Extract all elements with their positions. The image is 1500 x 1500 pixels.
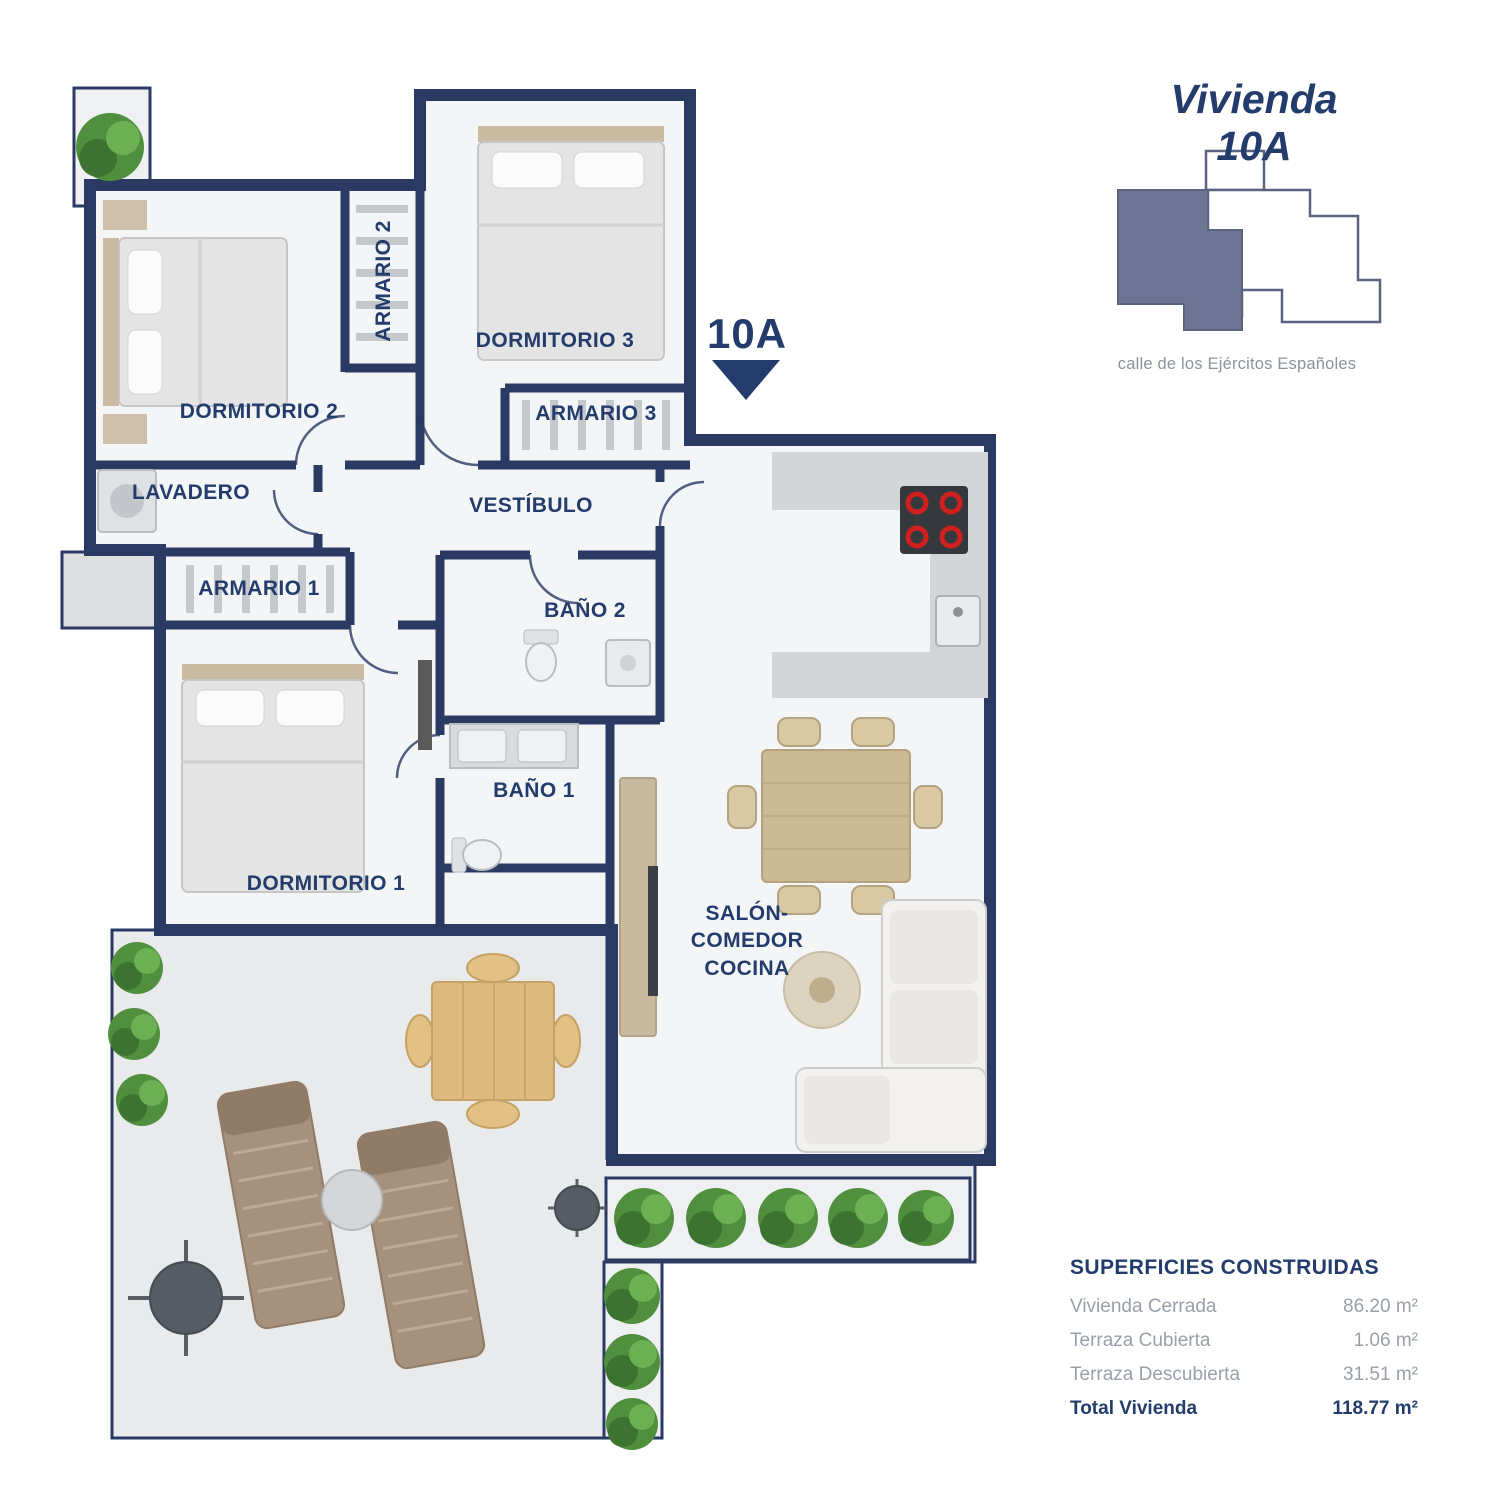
closet-armario-3 bbox=[522, 400, 670, 450]
bathroom-1-fixtures bbox=[449, 723, 579, 873]
key-plan bbox=[1117, 149, 1382, 331]
room-label-bano-2: BAÑO 2 bbox=[544, 599, 626, 622]
area-row: Terraza Descubierta 31.51 m² bbox=[1070, 1364, 1418, 1386]
room-label-dormitorio-3: DORMITORIO 3 bbox=[475, 329, 635, 352]
drain-small bbox=[548, 1179, 606, 1237]
room-label-bano-1: BAÑO 1 bbox=[493, 779, 575, 802]
areas-table: SUPERFICIES CONSTRUIDAS Vivienda Cerrada… bbox=[1070, 1256, 1418, 1432]
entrance-arrow-icon bbox=[712, 360, 780, 400]
washer-icon bbox=[97, 469, 157, 533]
stove-burners bbox=[905, 491, 963, 549]
area-row: Terraza Cubierta 1.06 m² bbox=[1070, 1330, 1418, 1352]
page-title: Vivienda 10A bbox=[1170, 76, 1338, 169]
closet-armario-1 bbox=[186, 565, 334, 613]
bed-dormitorio-3 bbox=[477, 126, 665, 361]
room-label-dormitorio-2: DORMITORIO 2 bbox=[179, 400, 339, 423]
room-label-lavadero: LAVADERO bbox=[132, 481, 250, 504]
room-label-salon: SALÓN- COMEDOR COCINA bbox=[691, 900, 803, 982]
kitchen-counter bbox=[772, 452, 988, 698]
area-label: Terraza Cubierta bbox=[1070, 1330, 1211, 1351]
area-label: Terraza Descubierta bbox=[1070, 1364, 1241, 1385]
sink-icon bbox=[935, 595, 981, 647]
room-label-salon-line1: SALÓN- bbox=[705, 902, 789, 926]
plants bbox=[76, 113, 954, 1450]
area-label: Vivienda Cerrada bbox=[1070, 1296, 1217, 1317]
terrace-side-table bbox=[321, 1169, 383, 1231]
area-row-total: Total Vivienda 118.77 m² bbox=[1070, 1398, 1418, 1420]
tv-unit bbox=[619, 777, 658, 1037]
unit-callout: 10A bbox=[706, 310, 788, 357]
closet-armario-2 bbox=[356, 205, 408, 341]
side-table-round bbox=[783, 951, 861, 1029]
lounger-2 bbox=[356, 1120, 486, 1370]
door-arcs bbox=[272, 406, 705, 779]
bed-dormitorio-1 bbox=[181, 660, 432, 893]
area-value: 1.06 m² bbox=[1353, 1330, 1418, 1351]
room-label-dormitorio-1: DORMITORIO 1 bbox=[246, 872, 406, 895]
areas-heading: SUPERFICIES CONSTRUIDAS bbox=[1070, 1256, 1380, 1279]
sofa bbox=[795, 899, 987, 1153]
area-label: Total Vivienda bbox=[1070, 1398, 1198, 1419]
area-value: 31.51 m² bbox=[1343, 1364, 1418, 1385]
terrace-table bbox=[405, 953, 581, 1129]
room-label-salon-line3: COCINA bbox=[704, 956, 790, 980]
room-label-armario-2: ARMARIO 2 bbox=[372, 220, 395, 342]
drain-large bbox=[128, 1240, 244, 1356]
stove-icon bbox=[900, 486, 968, 554]
room-label-armario-1: ARMARIO 1 bbox=[198, 577, 320, 600]
bed-dormitorio-2 bbox=[103, 200, 288, 444]
side-ledge bbox=[60, 550, 162, 630]
key-plan-unit-highlight bbox=[1117, 189, 1243, 331]
room-label-armario-3: ARMARIO 3 bbox=[535, 402, 657, 425]
bathroom-2-fixtures bbox=[523, 629, 651, 687]
lounger-1 bbox=[216, 1080, 346, 1330]
street-label: calle de los Ejércitos Españoles bbox=[1117, 355, 1357, 373]
room-label-vestibulo: VESTÍBULO bbox=[469, 494, 593, 517]
area-value: 118.77 m² bbox=[1332, 1398, 1418, 1419]
room-label-salon-line2: COMEDOR bbox=[690, 929, 804, 953]
area-row: Vivienda Cerrada 86.20 m² bbox=[1070, 1296, 1418, 1318]
area-value: 86.20 m² bbox=[1343, 1296, 1418, 1317]
